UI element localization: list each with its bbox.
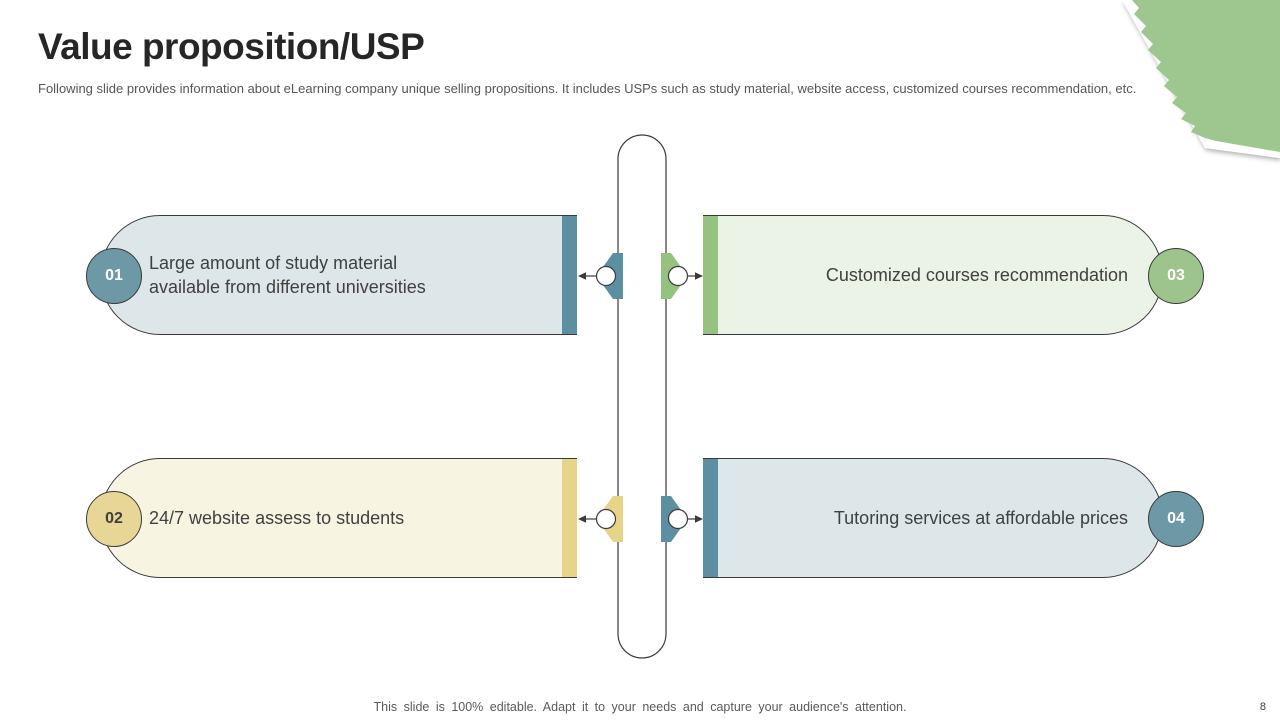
accent-bar-03 [703, 216, 718, 334]
number-badge-02: 02 [86, 491, 142, 547]
number-badge-04: 04 [1148, 491, 1204, 547]
footer-note: This slide is 100% editable. Adapt it to… [373, 700, 907, 714]
connector-node-01 [595, 265, 617, 287]
badge-number-04: 04 [1167, 510, 1185, 527]
connector-usp-01 [578, 253, 623, 299]
connector-node-03 [667, 265, 689, 287]
number-badge-03: 03 [1148, 248, 1204, 304]
arrowhead-right-04 [695, 515, 703, 523]
usp-text-03: Customized courses recommendation [825, 265, 1128, 285]
usp-box-01: 01 Large amount of study material availa… [86, 215, 577, 335]
torn-paper-white-edge [1122, 0, 1280, 158]
page-subtitle: Following slide provides information abo… [38, 81, 1137, 96]
usp-text-04: Tutoring services at affordable prices [833, 508, 1128, 528]
connector-node-02 [595, 508, 617, 530]
torn-paper-green-shape [1132, 0, 1280, 152]
connector-usp-04 [661, 496, 703, 542]
arrowhead-left-01 [578, 272, 586, 280]
connector-hex-04 [661, 496, 681, 542]
central-pill-shape [617, 134, 667, 659]
connector-hex-01 [603, 253, 623, 299]
number-badge-01: 01 [86, 248, 142, 304]
accent-bar-04 [703, 459, 718, 577]
usp-box-02: 02 24/7 website assess to students [86, 458, 577, 578]
badge-number-01: 01 [105, 267, 123, 284]
badge-number-02: 02 [105, 510, 123, 527]
accent-bar-01 [562, 216, 577, 334]
torn-paper-corner-decoration [1122, 0, 1280, 158]
arrowhead-left-02 [578, 515, 586, 523]
connector-hex-03 [661, 253, 681, 299]
page-number: 8 [1259, 701, 1266, 713]
connector-usp-03 [661, 253, 703, 299]
connector-hex-02 [603, 496, 623, 542]
usp-box-04: 04 Tutoring services at affordable price… [703, 458, 1204, 578]
page-title: Value proposition/USP [38, 26, 425, 67]
accent-bar-02 [562, 459, 577, 577]
arrowhead-right-03 [695, 272, 703, 280]
usp-box-03: 03 Customized courses recommendation [703, 215, 1204, 335]
connector-node-04 [667, 508, 689, 530]
connector-usp-02 [578, 496, 623, 542]
badge-number-03: 03 [1167, 267, 1185, 284]
usp-text-01: Large amount of study material available… [149, 253, 426, 297]
usp-text-02: 24/7 website assess to students [149, 508, 405, 528]
